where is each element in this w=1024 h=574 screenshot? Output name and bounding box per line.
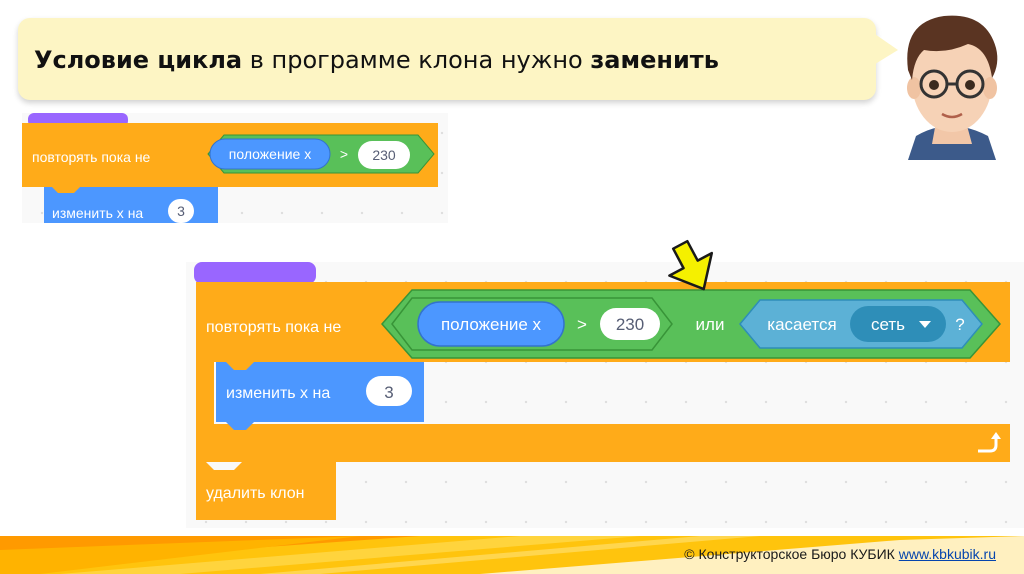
or-label: или	[696, 315, 725, 334]
footer-link[interactable]: www.kbkubik.ru	[898, 546, 996, 562]
loop-return-arrow-icon	[978, 438, 998, 453]
change-x-label: изменить х на	[226, 385, 330, 402]
value-input[interactable]	[358, 141, 410, 169]
question-mark: ?	[955, 315, 964, 334]
yellow-down-arrow-icon	[668, 239, 714, 291]
footer-decoration	[0, 536, 1024, 574]
value-text: 230	[616, 315, 644, 334]
change-x-label: изменить х на	[52, 205, 143, 221]
x-position-label: положение х	[229, 146, 311, 162]
slide-title: Условие цикла в программе клона нужно за…	[34, 46, 719, 74]
avatar-boy-with-glasses	[907, 15, 998, 160]
change-x-input[interactable]	[366, 376, 412, 406]
x-position-label: положение х	[441, 315, 542, 334]
dropdown-triangle-icon	[919, 321, 931, 328]
x-position-reporter[interactable]	[417, 301, 565, 347]
script-after: повторять пока не положение х > 230 или …	[194, 262, 1010, 520]
title-normal: в программе клона нужно	[242, 46, 591, 74]
title-bubble	[18, 18, 876, 100]
x-position-reporter[interactable]	[209, 138, 331, 170]
value-input[interactable]	[600, 308, 660, 340]
touching-target-dropdown[interactable]	[850, 306, 946, 342]
value-text: 230	[372, 147, 396, 163]
footer-copyright-text: © Конструкторское Бюро КУБИК	[684, 546, 899, 562]
title-bold-1: Условие цикла	[34, 46, 243, 74]
touching-target-label: сеть	[871, 315, 905, 334]
bubble-tail	[872, 32, 898, 66]
script-canvas-before: повторять пока не положение х > 230 изме…	[22, 113, 448, 223]
touching-label: касается	[767, 315, 836, 334]
change-x-input[interactable]	[168, 199, 194, 223]
script-before: повторять пока не положение х > 230 изме…	[22, 113, 438, 223]
hat-block-stub[interactable]	[194, 262, 316, 284]
repeat-until-label: повторять пока не	[32, 149, 151, 165]
footer-copyright: © Конструкторское Бюро КУБИК www.kbkubik…	[684, 546, 996, 562]
delete-clone-label: удалить клон	[206, 485, 305, 502]
change-x-value: 3	[384, 383, 393, 402]
delete-clone-block[interactable]	[196, 462, 336, 520]
title-bold-2: заменить	[590, 46, 719, 74]
operator-symbol: >	[577, 315, 587, 334]
repeat-until-label: повторять пока не	[206, 319, 341, 336]
script-canvas-after: повторять пока не положение х > 230 или …	[186, 262, 1024, 528]
change-x-value: 3	[177, 203, 185, 219]
operator-symbol: >	[340, 146, 348, 162]
